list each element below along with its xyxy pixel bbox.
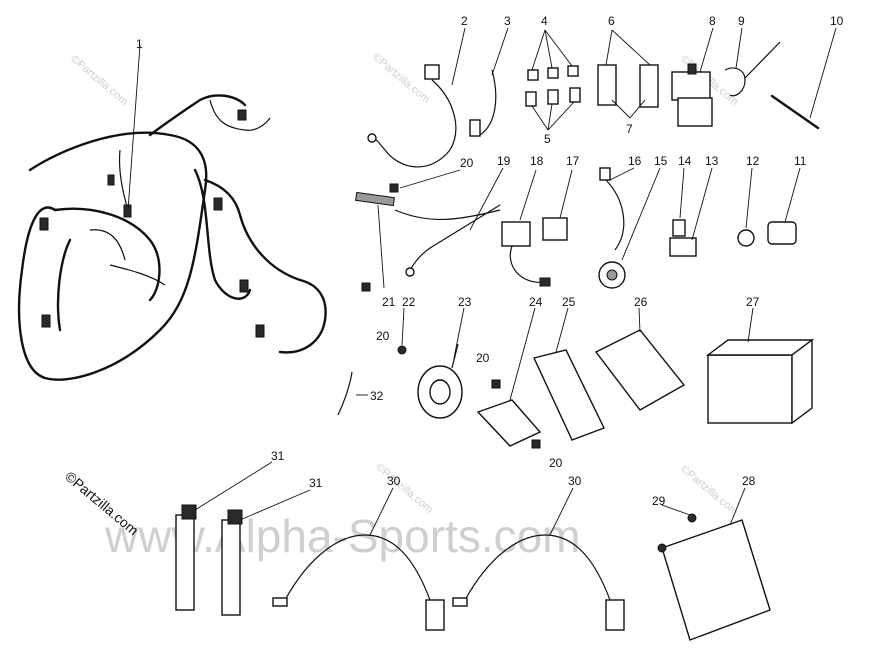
callout-24: 24 (529, 295, 543, 309)
part-30-oxygen-sensors[interactable] (272, 487, 625, 631)
part-8-starter-solenoid[interactable] (671, 27, 714, 127)
part-27-battery[interactable] (705, 307, 815, 425)
part-32-spring[interactable] (337, 371, 368, 416)
callout-1: 1 (136, 37, 143, 51)
callout-20-b: 20 (376, 329, 390, 343)
callout-28: 28 (742, 474, 756, 488)
part-12-clamp[interactable] (737, 167, 755, 247)
part-3-cable[interactable] (469, 27, 509, 137)
callout-20-d: 20 (549, 456, 563, 470)
callout-26: 26 (634, 295, 648, 309)
callout-6: 6 (608, 14, 615, 28)
callout-2: 2 (461, 14, 468, 28)
callout-16: 16 (628, 154, 642, 168)
part-17-connector-block[interactable] (542, 169, 573, 241)
callout-31-b: 31 (309, 476, 323, 490)
part-21-battery-strap-cable[interactable] (355, 191, 501, 289)
part-28-regulator-rectifier[interactable] (661, 487, 771, 641)
part-23-horn[interactable] (417, 307, 465, 419)
part-10-rod[interactable] (770, 27, 837, 130)
callout-20-c: 20 (476, 351, 490, 365)
callout-25: 25 (562, 295, 576, 309)
callout-30-b: 30 (568, 474, 582, 488)
part-26-ecu-module[interactable] (594, 307, 686, 411)
callout-20-a: 20 (460, 156, 474, 170)
watermark-small-2: ©Partzilla.com (370, 51, 432, 106)
callout-19: 19 (497, 154, 511, 168)
callout-14: 14 (678, 154, 692, 168)
callout-5: 5 (544, 132, 551, 146)
callout-13: 13 (705, 154, 719, 168)
part-6-7-relays[interactable] (597, 29, 659, 119)
main-wiring-harness[interactable] (17, 44, 327, 381)
part-22-bolt[interactable] (397, 307, 407, 355)
part-4-5-small-relays[interactable] (525, 29, 581, 131)
part-29-bolts[interactable] (657, 504, 697, 553)
callout-15: 15 (654, 154, 668, 168)
callout-17: 17 (566, 154, 580, 168)
callout-9: 9 (738, 14, 745, 28)
callout-22: 22 (402, 295, 416, 309)
callout-3: 3 (504, 14, 511, 28)
callout-21: 21 (382, 295, 396, 309)
callout-11: 11 (794, 154, 807, 168)
part-9-cable-clip[interactable] (724, 27, 781, 97)
part-11-switch[interactable] (767, 167, 801, 245)
part-24-bracket[interactable] (476, 307, 542, 447)
callout-18: 18 (530, 154, 544, 168)
part-19-cable[interactable] (405, 167, 504, 277)
part-31-ignition-coils[interactable] (175, 461, 311, 616)
part-13-14-sensor[interactable] (669, 167, 713, 257)
callout-7: 7 (626, 122, 633, 136)
callout-32: 32 (370, 389, 384, 403)
callout-labels: 1 2 3 4 5 6 7 8 9 10 11 12 13 14 15 16 1… (136, 14, 844, 508)
copyright-partzilla: ©Partzilla.com (62, 468, 142, 538)
callout-12: 12 (746, 154, 760, 168)
callout-30-a: 30 (387, 474, 401, 488)
watermark-small-4: ©Partzilla.com (373, 461, 435, 516)
watermark-small-5: ©Partzilla.com (678, 463, 740, 518)
part-2-cable-with-connector[interactable] (367, 27, 466, 168)
callout-29: 29 (652, 494, 666, 508)
part-25-tray[interactable] (533, 307, 605, 441)
callout-4: 4 (541, 14, 548, 28)
callout-23: 23 (458, 295, 472, 309)
part-20-bolts[interactable] (361, 169, 541, 449)
callout-27: 27 (746, 295, 760, 309)
part-15-16-speed-sensor[interactable] (598, 167, 661, 289)
callout-31-a: 31 (271, 449, 285, 463)
part-18-relay-harness[interactable] (501, 169, 551, 287)
watermark-small-1: ©Partzilla.com (68, 53, 130, 108)
callout-8: 8 (709, 14, 716, 28)
callout-10: 10 (830, 14, 844, 28)
